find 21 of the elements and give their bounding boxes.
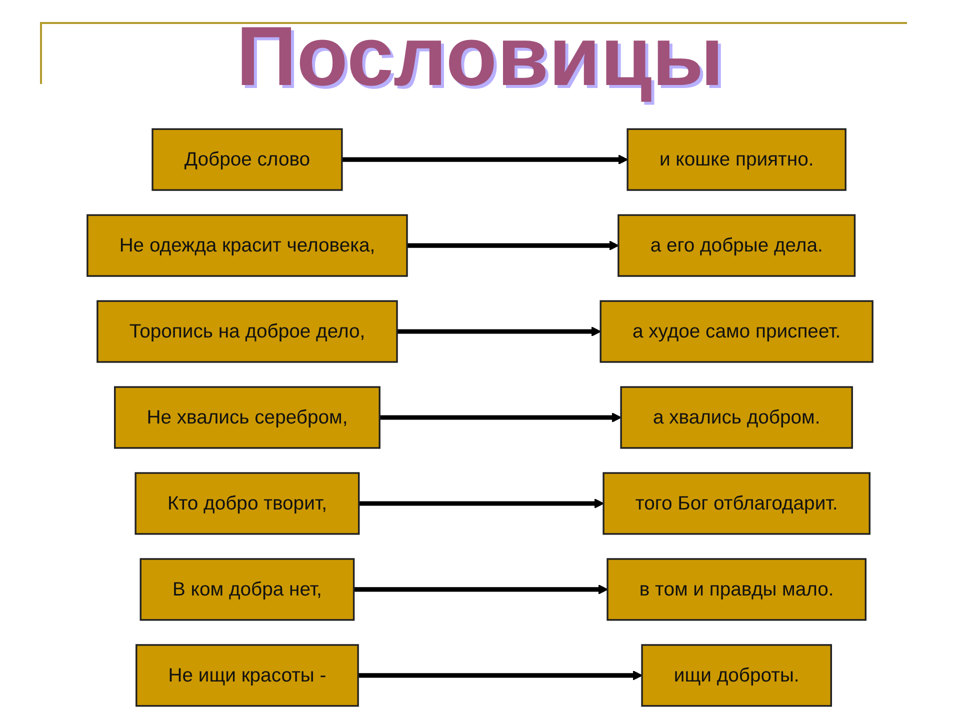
- arrow: [354, 584, 608, 594]
- arrow: [397, 326, 602, 337]
- arrow: [342, 154, 628, 165]
- node-box: Доброе слово: [152, 128, 343, 191]
- node-box: Не ищи красоты -: [136, 644, 359, 707]
- arrow: [407, 240, 619, 251]
- node-box: Не одежда красит человека,: [86, 214, 408, 277]
- node-box: того Бог отблагодарит.: [602, 472, 870, 535]
- node-box: и кошке приятно.: [626, 128, 846, 191]
- node-box: В ком добра нет,: [140, 558, 355, 621]
- node-box: Торопись на доброе дело,: [96, 300, 398, 363]
- node-box: Кто добро творит,: [134, 472, 360, 535]
- node-box: а худое само приспеет.: [600, 300, 874, 363]
- arrow: [358, 498, 604, 508]
- node-box: а хвались добром.: [620, 386, 853, 449]
- arrow: [358, 670, 642, 680]
- node-box: в том и правды мало.: [606, 558, 866, 621]
- node-box: ищи доброты.: [641, 644, 832, 707]
- node-box: а его добрые дела.: [618, 214, 856, 277]
- node-box: Не хвались серебром,: [114, 386, 380, 449]
- arrow: [380, 412, 622, 422]
